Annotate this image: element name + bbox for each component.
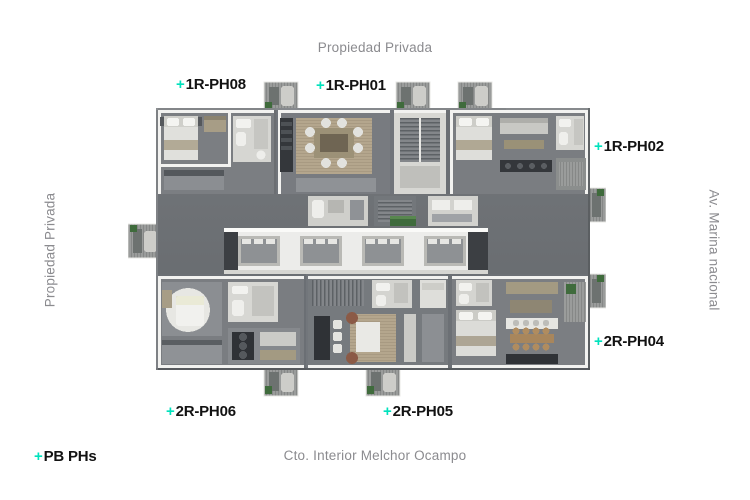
elevator-cab: [238, 236, 280, 266]
unit-label: 1R-PH01: [325, 77, 386, 94]
elevator-cab: [300, 236, 342, 266]
service-core-mid: [308, 196, 478, 226]
unit-marker-1r-ph08[interactable]: +1R-PH08: [176, 76, 246, 93]
unit-2r-ph05: [308, 276, 448, 368]
core-stairs-top: [394, 110, 446, 194]
unit-marker-2r-ph05[interactable]: +2R-PH05: [383, 403, 453, 420]
unit-1r-ph02: [450, 110, 588, 194]
elevator-cab: [362, 236, 404, 266]
context-label-right: Av. Marina nacional: [706, 189, 722, 311]
unit-marker-2r-ph06[interactable]: +2R-PH06: [166, 403, 236, 420]
elevator-cab: [424, 236, 466, 266]
unit-label: 2R-PH05: [392, 403, 453, 420]
unit-label: 1R-PH08: [185, 76, 246, 93]
plus-icon: +: [176, 76, 185, 93]
plus-icon: +: [34, 448, 43, 465]
plus-icon: +: [166, 403, 175, 420]
context-label-bottom: Cto. Interior Melchor Ocampo: [283, 448, 467, 463]
unit-1r-ph08: [158, 110, 274, 194]
plus-icon: +: [316, 77, 325, 94]
unit-marker-1r-ph02[interactable]: +1R-PH02: [594, 138, 664, 155]
slab-edges: [156, 108, 590, 370]
unit-label: PB PHs: [43, 448, 97, 465]
unit-label: 2R-PH04: [603, 333, 664, 350]
unit-marker-2r-ph04[interactable]: +2R-PH04: [594, 333, 664, 350]
elevator-lobby: [224, 228, 488, 274]
unit-label: 1R-PH02: [603, 138, 664, 155]
context-label-left: Propiedad Privada: [42, 192, 58, 308]
unit-label: 2R-PH06: [175, 403, 236, 420]
unit-1r-ph01: [278, 110, 390, 194]
context-label-top: Propiedad Privada: [317, 40, 433, 55]
floor-plan-image: [128, 78, 606, 400]
plus-icon: +: [594, 138, 603, 155]
plus-icon: +: [594, 333, 603, 350]
unit-marker-1r-ph01[interactable]: +1R-PH01: [316, 77, 386, 94]
plus-icon: +: [383, 403, 392, 420]
unit-2r-ph04: [452, 276, 588, 368]
unit-2r-ph06: [158, 276, 304, 368]
unit-marker-pb-phs[interactable]: +PB PHs: [34, 448, 97, 465]
